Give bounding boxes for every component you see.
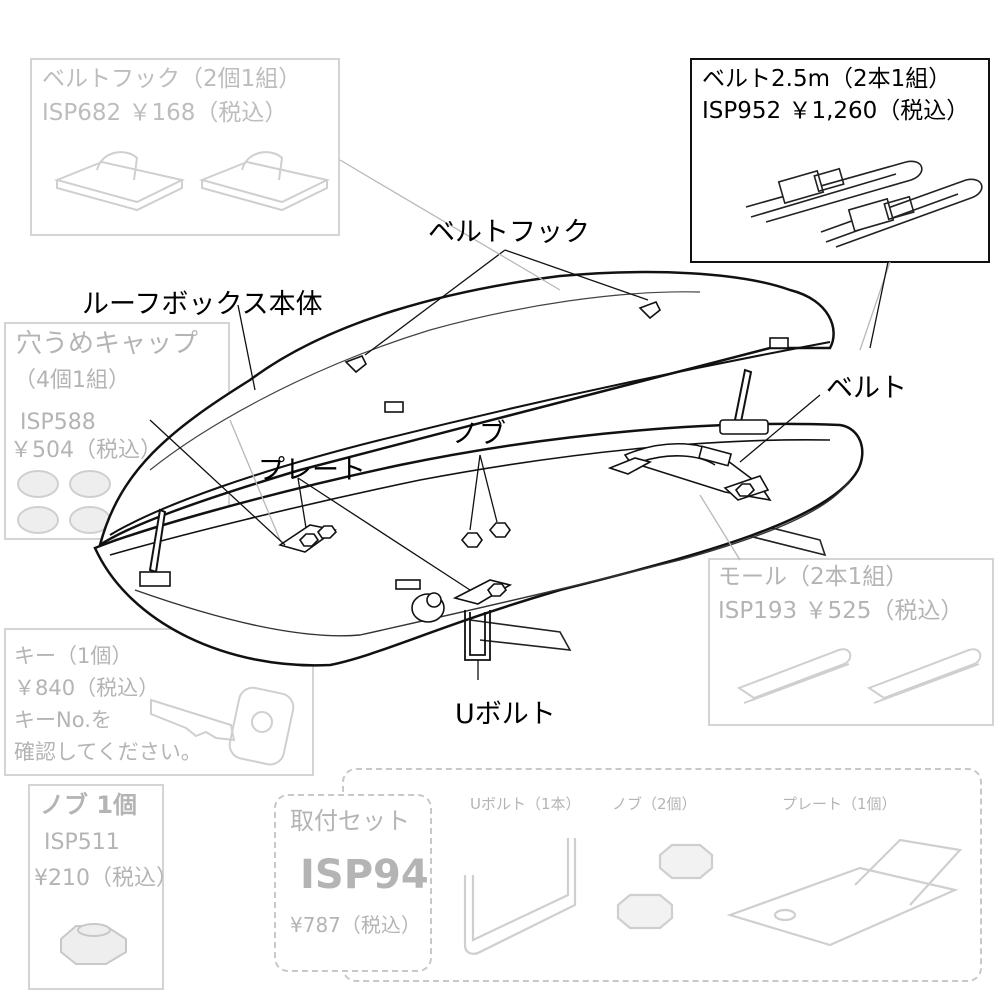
knob-icon (60, 923, 127, 965)
knob-price: ¥210（税込） (34, 866, 178, 891)
callout-plate: プレート (258, 455, 366, 486)
hole-cap-title: 穴うめキャップ (16, 329, 199, 359)
key-line-2: ￥840（税込） (14, 676, 160, 700)
callout-belt-hook: ベルトフック (428, 217, 590, 248)
belt-hook-code-price: ISP682 ￥168（税込） (42, 100, 288, 126)
mount-item-knob: ノブ（2個） (612, 795, 697, 813)
hole-cap-price: ￥504（税込） (10, 438, 162, 463)
belt-hook-part-box: ベルトフック（2個1組） ISP682 ￥168（税込） (30, 58, 340, 236)
callout-knob: ノブ (452, 419, 506, 450)
belt-part-box: ベルト2.5m（2本1組） ISP952 ￥1,260（税込） (690, 58, 990, 263)
roof-box-lid (97, 270, 835, 548)
key-line-3: キーNo.を (14, 708, 112, 732)
hole-cap-illustration (17, 470, 111, 534)
belt-code-price: ISP952 ￥1,260（税込） (702, 98, 970, 124)
belt-hook-illustration (53, 151, 330, 212)
callout-roof-box-body: ルーフボックス本体 (82, 289, 323, 320)
molding-illustration (736, 648, 982, 704)
hole-cap-set: （4個1組） (14, 368, 130, 393)
mount-set-price: ¥787（税込） (290, 913, 421, 937)
mount-set-label-box: 取付セット ISP94 ¥787（税込） (274, 794, 432, 972)
key-icon (150, 686, 295, 766)
mount-set-code: ISP94 (300, 852, 429, 898)
mount-set-group (342, 768, 982, 982)
knob-code: ISP511 (44, 830, 120, 855)
hole-cap-code: ISP588 (20, 410, 96, 435)
mount-item-plate: プレート（1個） (782, 795, 897, 813)
molding-title: モール（2本1組） (718, 564, 909, 590)
belt-hook-title: ベルトフック（2個1組） (42, 66, 302, 92)
mount-set-title: 取付セット (290, 807, 410, 835)
mount-item-u-bolt: Uボルト（1本） (470, 795, 581, 813)
belt-title: ベルト2.5m（2本1組） (702, 66, 952, 92)
callout-u-bolt: Uボルト (455, 699, 556, 730)
molding-part-box: モール（2本1組） ISP193 ￥525（税込） (708, 558, 994, 726)
knob-part-box: ノブ 1個 ISP511 ¥210（税込） (28, 784, 178, 990)
key-line-1: キー（1個） (14, 644, 133, 668)
knob-title: ノブ 1個 (40, 791, 138, 819)
callout-belt: ベルト (826, 373, 907, 404)
belt-strap-illustration (745, 160, 983, 248)
key-line-4: 確認してください。 (14, 740, 202, 764)
molding-code-price: ISP193 ￥525（税込） (718, 598, 964, 624)
